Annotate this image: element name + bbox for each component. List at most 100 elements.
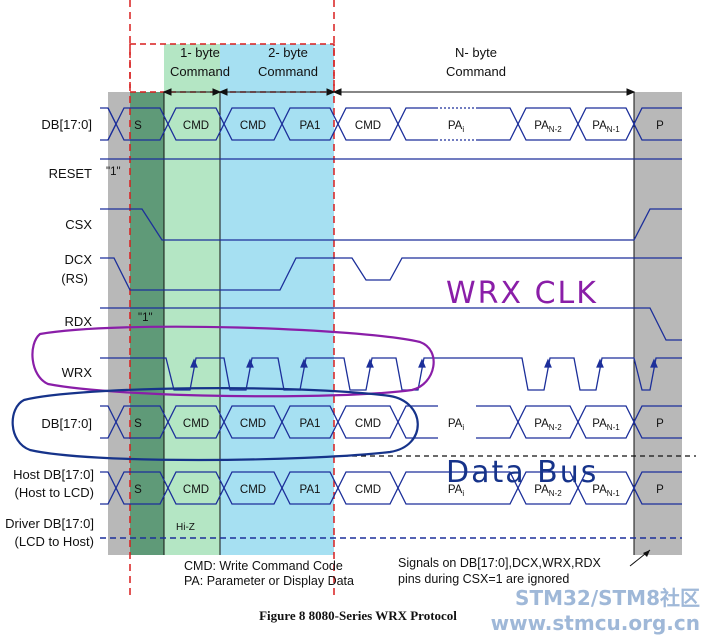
dcx-wave (100, 257, 682, 291)
note-line1: Signals on DB[17:0],DCX,WRX,RDX (398, 556, 602, 570)
one-byte-region (164, 44, 220, 555)
one-byte-label-line2: Command (170, 64, 230, 79)
label-rdx: RDX (65, 314, 93, 329)
wrx-clk-annotation: WRX CLK (446, 276, 598, 311)
db-top-bus (100, 107, 682, 141)
label-host-dir: (Host to LCD) (15, 485, 94, 500)
db-mid-pai: PAi (448, 418, 465, 432)
host-db-bus (100, 471, 682, 505)
one-byte-arrowhead-left (162, 88, 172, 96)
label-reset: RESET (49, 166, 92, 181)
one-byte-label-line1: 1- byte (180, 45, 220, 60)
wrx-edge-8 (650, 358, 658, 368)
host-db-pan1: PAN-1 (592, 484, 620, 498)
figure-caption: Figure 8 8080-Series WRX Protocol (259, 608, 457, 623)
label-dcx: DCX (65, 252, 93, 267)
label-driver-dir: (LCD to Host) (15, 534, 94, 549)
db-top-s: S (134, 120, 142, 132)
host-db-pa1: PA1 (300, 484, 321, 496)
wrx-edge-arrows (190, 358, 658, 368)
db-mid-pan1: PAN-1 (592, 418, 620, 432)
two-byte-region (220, 44, 334, 555)
label-host-db: Host DB[17:0] (13, 467, 94, 482)
db-top-cmd3: CMD (355, 120, 381, 132)
signal-labels: DB[17:0] RESET CSX DCX (RS) RDX WRX DB[1… (5, 117, 94, 549)
waveforms (100, 107, 682, 539)
db-top-cmd2: CMD (240, 120, 266, 132)
handwritten-annotations: WRX CLK Data Bus (11, 276, 598, 490)
watermark-line1: STM32/STM8社区 (515, 586, 700, 610)
wrx-edge-5 (418, 358, 426, 368)
db-top-labels: S CMD CMD PA1 CMD PAi PAN-2 PAN-1 P (134, 120, 664, 134)
n-byte-arrowhead-left (332, 88, 342, 96)
rdx-level-one: "1" (138, 312, 153, 324)
csx-wave (100, 208, 682, 241)
host-db-cmd2: CMD (240, 484, 266, 496)
n-byte-arrowhead-right (626, 88, 636, 96)
idle-region-left (108, 92, 130, 555)
wrx-edge-6 (544, 358, 552, 368)
db-top-p: P (656, 120, 664, 132)
host-db-pai: PAi (448, 484, 465, 498)
db-top-pai: PAi (448, 120, 465, 134)
db-mid-cmd3: CMD (355, 418, 381, 430)
wrx-edge-4 (366, 358, 374, 368)
header-arrows (162, 88, 636, 96)
label-db-top: DB[17:0] (41, 117, 92, 132)
db-top-pan2: PAN-2 (534, 120, 562, 134)
db-mid-circle (11, 387, 419, 462)
db-mid-bus (100, 405, 682, 439)
two-byte-arrowhead-right (326, 88, 336, 96)
n-byte-label-line2: Command (446, 64, 506, 79)
note-arrowhead (643, 550, 650, 557)
db-top-cmd1: CMD (183, 120, 209, 132)
label-csx: CSX (65, 217, 92, 232)
one-byte-arrowhead-right (212, 88, 222, 96)
db-mid-p: P (656, 418, 664, 430)
host-db-labels: S CMD CMD PA1 CMD PAi PAN-2 PAN-1 P (134, 484, 664, 498)
legend-cmd: CMD: Write Command Code (184, 559, 343, 573)
host-db-s: S (134, 484, 142, 496)
wrx-wave (100, 357, 682, 391)
two-byte-label-line1: 2- byte (268, 45, 308, 60)
label-driver-db: Driver DB[17:0] (5, 516, 94, 531)
db-mid-pa1: PA1 (300, 418, 321, 430)
db-mid-labels: S CMD CMD PA1 CMD PAi PAN-2 PAN-1 P (134, 418, 664, 432)
label-dcx-rs: (RS) (61, 271, 88, 286)
host-db-low (100, 486, 682, 505)
db-top-pa1: PA1 (300, 120, 321, 132)
db-mid-pan2: PAN-2 (534, 418, 562, 432)
db-top-dots (440, 107, 474, 141)
wrx-edge-7 (596, 358, 604, 368)
red-dashed-markers (129, 0, 335, 598)
data-bus-annotation: Data Bus (446, 455, 598, 490)
two-byte-label-line2: Command (258, 64, 318, 79)
db-mid-cmd1: CMD (183, 418, 209, 430)
db-top-pan1: PAN-1 (592, 120, 620, 134)
wrx-edge-2 (246, 358, 254, 368)
label-wrx: WRX (62, 365, 93, 380)
reset-level-one: "1" (106, 166, 121, 178)
host-db-p: P (656, 484, 664, 496)
host-db-cmd3: CMD (355, 484, 381, 496)
host-db-cmd1: CMD (183, 484, 209, 496)
db-mid-cmd2: CMD (240, 418, 266, 430)
label-db-mid: DB[17:0] (41, 416, 92, 431)
background-regions (108, 43, 682, 555)
wrx-edge-1 (190, 358, 198, 368)
watermark-line2: www.stmcu.org.cn (491, 611, 700, 635)
host-db-pan2: PAN-2 (534, 484, 562, 498)
reference-lines (163, 92, 635, 555)
two-byte-arrowhead-left (218, 88, 228, 96)
db-mid-low (100, 420, 682, 439)
wrx-edge-3 (300, 358, 308, 368)
db-top-body-low (107, 122, 682, 141)
db-mid-s: S (134, 418, 142, 430)
legend-pa: PA: Parameter or Display Data (184, 574, 354, 588)
hiz-label: Hi-Z (176, 522, 195, 533)
note-line2: pins during CSX=1 are ignored (398, 572, 569, 586)
n-byte-label-line1: N- byte (455, 45, 497, 60)
rdx-wave (100, 307, 682, 341)
